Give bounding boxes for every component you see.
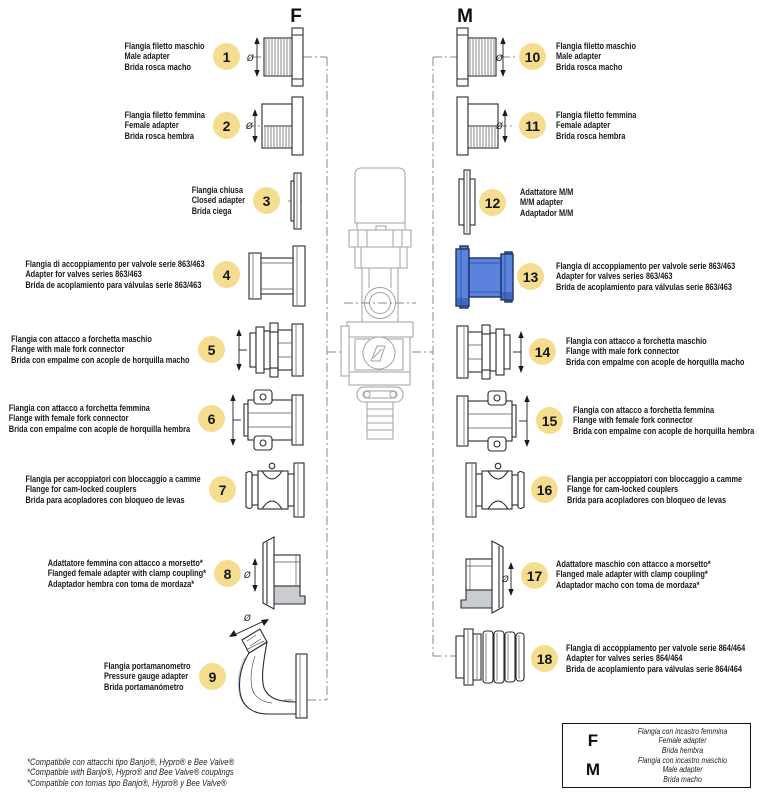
item-9-badge: 9 [199, 663, 226, 690]
diameter-symbol: Ø [244, 570, 251, 581]
item-6-description: Flangia con attacco a forchetta femmina … [8, 403, 190, 434]
female-fork-flange-m-drawing [456, 390, 530, 452]
female-adapter-f-drawing: Ø [246, 96, 304, 156]
male-adapter-m-drawing: Ø [456, 27, 506, 87]
item-8-badge: 8 [214, 560, 241, 587]
item-2-description: Flangia filetto femmina Female adapter B… [124, 110, 205, 141]
item-15-description: Flangia con attacco a forchetta femmina … [573, 405, 755, 436]
item-15-badge: 15 [536, 407, 563, 434]
compatibility-footnotes: *Compatibile con attacchi tipo Banjo®, H… [27, 757, 234, 788]
camlock-flange-f-drawing [245, 462, 305, 518]
male-fork-flange-m-drawing [456, 324, 524, 380]
item-13-badge: 13 [517, 263, 544, 290]
legend-f-text: Flangia con incastro femmina Female adap… [637, 727, 728, 755]
item-7-description: Flangia per accoppiatori con bloccaggio … [25, 474, 201, 505]
item-2-badge: 2 [213, 112, 240, 139]
female-adapter-m-drawing: Ø [456, 96, 508, 156]
diameter-symbol: Ø [495, 121, 503, 132]
item-5-description: Flangia con attacco a forchetta maschio … [11, 334, 190, 365]
male-clamp-adapter-drawing: Ø [460, 540, 514, 614]
diameter-symbol: Ø [501, 574, 509, 585]
valve-drawing [340, 167, 416, 440]
item-11-description: Flangia filetto femmina Female adapter B… [556, 110, 637, 141]
female-clamp-adapter-drawing: Ø [244, 536, 306, 610]
item-8-description: Adattatore femmina con attacco a morsett… [47, 558, 206, 589]
item-18-badge: 18 [531, 645, 558, 672]
item-3-badge: 3 [253, 187, 280, 214]
male-fork-flange-f-drawing [236, 322, 304, 378]
item-1-badge: 1 [213, 43, 240, 70]
item-6-badge: 6 [198, 405, 225, 432]
item-14-badge: 14 [529, 338, 556, 365]
item-17-badge: 17 [521, 562, 548, 589]
item-13-description: Flangia di accoppiamento per valvole ser… [556, 261, 736, 292]
coupling-flange-863-m-drawing-highlighted [455, 245, 514, 309]
item-12-description: Adattatore M/M M/M adapter Adaptador M/M [520, 187, 574, 218]
legend-m-label: M [585, 759, 601, 779]
mm-adapter-drawing [458, 169, 476, 235]
closed-adapter-drawing [288, 172, 304, 230]
coupling-flange-863-f-drawing [248, 245, 306, 307]
item-10-description: Flangia filetto maschio Male adapter Bri… [556, 41, 636, 72]
column-m-header: M [457, 6, 473, 27]
camlock-flange-m-drawing [465, 462, 525, 518]
legend-row-m: M Flangia con incastro maschio Male adap… [567, 756, 746, 784]
item-1-description: Flangia filetto maschio Male adapter Bri… [125, 41, 205, 72]
legend-m-text: Flangia con incastro maschio Male adapte… [638, 756, 727, 784]
item-16-description: Flangia per accoppiatori con bloccaggio … [567, 474, 743, 505]
legend-f-label: F [587, 731, 599, 750]
diameter-symbol: Ø [243, 613, 251, 624]
item-9-description: Flangia portamanometro Pressure gauge ad… [104, 661, 191, 692]
column-f-header: F [290, 6, 302, 27]
item-7-badge: 7 [209, 476, 236, 503]
item-10-badge: 10 [519, 43, 546, 70]
footnote-it: *Compatibile con attacchi tipo Banjo®, H… [27, 757, 235, 767]
diameter-symbol: Ø [246, 121, 253, 132]
female-fork-flange-f-drawing [230, 389, 304, 451]
item-3-description: Flangia chiusa Closed adapter Brida cieg… [191, 185, 245, 216]
male-adapter-f-drawing: Ø [246, 27, 304, 87]
item-18-description: Flangia di accoppiamento per valvole ser… [566, 643, 746, 674]
item-4-badge: 4 [213, 261, 240, 288]
diameter-symbol: Ø [246, 53, 254, 64]
legend-row-f: F Flangia con incastro femmina Female ad… [567, 727, 746, 755]
item-12-badge: 12 [479, 189, 506, 216]
item-17-description: Adattatore maschio con attacco a morsett… [556, 559, 711, 590]
item-11-badge: 11 [519, 112, 546, 139]
coupling-flange-864-m-drawing [455, 628, 525, 686]
item-5-badge: 5 [198, 336, 225, 363]
item-14-description: Flangia con attacco a forchetta maschio … [566, 336, 745, 367]
item-4-description: Flangia di accoppiamento per valvole ser… [25, 259, 205, 290]
footnote-es: *Compatible con tomas tipo Banjo®, Hypro… [27, 777, 227, 788]
pressure-gauge-adapter-drawing: Ø [229, 613, 314, 719]
footnote-en: *Compatible with Banjo®, Hypro® and Bee … [27, 767, 234, 778]
diameter-symbol: Ø [495, 53, 503, 64]
legend-box: F Flangia con incastro femmina Female ad… [562, 723, 751, 788]
item-16-badge: 16 [531, 476, 558, 503]
